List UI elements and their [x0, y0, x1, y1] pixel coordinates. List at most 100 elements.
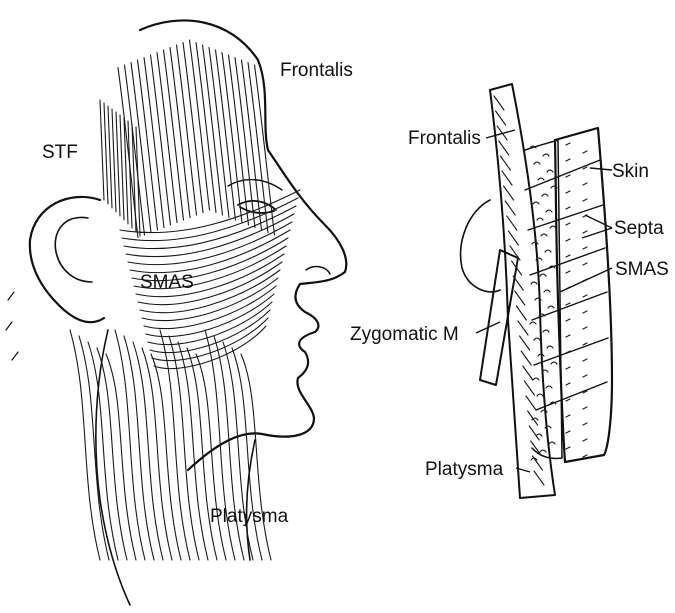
- strip-texture-mark: [520, 336, 530, 350]
- fat-texture-mark: [542, 194, 548, 196]
- strip-texture-mark: [508, 231, 518, 245]
- strip-texture-mark: [516, 306, 526, 320]
- fat-texture-mark: [540, 274, 546, 276]
- cross-section-drawing: [461, 84, 612, 498]
- strip-texture-mark: [518, 321, 528, 335]
- skin-texture-mark: [566, 191, 570, 193]
- fat-texture-mark: [551, 186, 557, 188]
- skin-texture-mark: [583, 407, 587, 409]
- leader-skin: [590, 168, 612, 170]
- nostril: [306, 267, 330, 274]
- strip-texture-mark: [526, 396, 536, 410]
- strip-texture-mark: [513, 276, 523, 290]
- fat-texture-mark: [537, 218, 543, 220]
- skin-texture-mark: [583, 327, 587, 329]
- skin-texture-mark: [566, 399, 570, 401]
- strip-texture-mark: [532, 456, 542, 470]
- face-profile-drawing: [6, 20, 346, 605]
- skin-texture-mark: [566, 415, 570, 417]
- septa-lines: [525, 160, 608, 410]
- skin-texture-mark: [583, 455, 587, 457]
- strip-texture-mark: [510, 246, 520, 260]
- malar-fat-pad: [461, 200, 500, 292]
- fat-texture-mark: [544, 290, 550, 292]
- fat-texture-mark: [547, 346, 553, 348]
- skin-texture-mark: [583, 343, 587, 345]
- stf-fiber: [116, 112, 120, 216]
- skin-texture-mark: [566, 367, 570, 369]
- skin-texture-mark: [566, 159, 570, 161]
- stf-fiber: [128, 121, 132, 228]
- ear-inner: [55, 217, 92, 282]
- strip-texture-mark: [529, 426, 539, 440]
- strip-texture-mark: [494, 96, 504, 110]
- fat-texture-mark: [531, 282, 537, 284]
- fat-texture-mark: [543, 330, 549, 332]
- skin-texture-mark: [566, 143, 570, 145]
- strip-texture-mark: [500, 156, 510, 170]
- skin-texture-mark: [566, 271, 570, 273]
- stf-fiber: [112, 109, 116, 212]
- skin-texture-mark: [583, 231, 587, 233]
- strip-texture-mark: [515, 291, 525, 305]
- stf-fiber: [136, 127, 140, 236]
- skin-layer: [555, 128, 612, 462]
- smas-fiber: [150, 310, 270, 353]
- eyebrow: [228, 180, 282, 190]
- neck-back: [96, 330, 130, 605]
- fat-texture-mark: [546, 386, 552, 388]
- fat-texture-mark: [533, 378, 539, 380]
- skin-texture-mark: [566, 175, 570, 177]
- strip-texture-mark: [507, 216, 517, 230]
- skin-texture-mark: [583, 311, 587, 313]
- label-skin: Skin: [612, 161, 649, 182]
- stf-fiber: [100, 100, 104, 200]
- label-frontalis-left: Frontalis: [280, 60, 353, 81]
- fat-texture-mark: [543, 154, 549, 156]
- fat-texture-mark: [533, 202, 539, 204]
- label-septa: Septa: [614, 218, 664, 239]
- fat-texture-mark: [550, 226, 556, 228]
- skin-texture-mark: [583, 295, 587, 297]
- smas-fiber: [154, 326, 266, 369]
- skin-texture-mark: [583, 375, 587, 377]
- strip-texture-mark: [502, 171, 512, 185]
- skin-texture-mark: [566, 319, 570, 321]
- label-platysma-left: Platysma: [210, 506, 289, 527]
- fat-texture-mark: [536, 258, 542, 260]
- skin-texture-mark: [566, 255, 570, 257]
- fat-texture-mark: [536, 434, 542, 436]
- fat-texture-mark: [535, 298, 541, 300]
- fat-texture-mark: [549, 442, 555, 444]
- skin-texture-mark: [583, 247, 587, 249]
- fat-texture-mark: [538, 178, 544, 180]
- ear: [30, 197, 104, 322]
- label-frontalis-right: Frontalis: [408, 128, 481, 149]
- strip-texture-mark: [523, 366, 533, 380]
- strip-texture-mark: [521, 351, 531, 365]
- strip-texture-mark: [524, 381, 534, 395]
- stf-fiber: [104, 103, 108, 204]
- skin-texture-mark: [566, 207, 570, 209]
- zygomatic-muscle: [480, 250, 518, 385]
- stf-fiber: [108, 106, 112, 208]
- skin-texture-mark: [583, 263, 587, 265]
- label-smas-right: SMAS: [615, 259, 669, 280]
- skin-texture-mark: [566, 239, 570, 241]
- fat-texture-mark: [548, 306, 554, 308]
- stf-fascia-fibers: [100, 100, 140, 236]
- strip-texture-mark: [496, 111, 506, 125]
- occipital-marks: [6, 292, 18, 360]
- fat-texture-mark: [545, 250, 551, 252]
- platysma-fiber: [88, 342, 118, 560]
- skin-texture-mark: [566, 447, 570, 449]
- fat-texture-mark: [545, 426, 551, 428]
- skin-texture-mark: [566, 223, 570, 225]
- skin-texture-mark: [566, 383, 570, 385]
- fat-texture-mark: [534, 338, 540, 340]
- fat-texture-mark: [530, 322, 536, 324]
- leader-septa-1: [585, 215, 612, 228]
- smas-fiber: [122, 198, 298, 241]
- fat-texture-mark: [534, 162, 540, 164]
